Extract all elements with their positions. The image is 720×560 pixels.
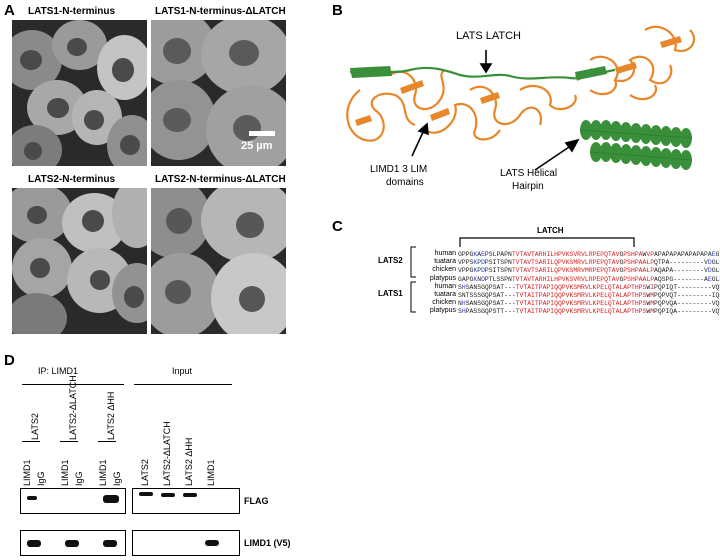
micrograph-lats1-n-terminus: [12, 20, 147, 166]
panel-a-letter: A: [4, 2, 15, 19]
alignment-sequence: GPPGKAEPSLPAPNTVTAVTARHILHPVKSVRVLRPEPQT…: [458, 251, 720, 258]
ip-header-line: [22, 384, 124, 385]
group-braces: [410, 246, 416, 313]
ip-lane-6: IgG: [112, 471, 122, 486]
band: [161, 493, 175, 497]
scale-bar: [249, 131, 275, 136]
alignment-sequence: SNTSSSGQPSAT---TVTAITPAPIQQPVKSMRVLKPELQ…: [458, 292, 720, 299]
micrograph-title-4: LATS2-N-terminus-ΔLATCH: [155, 174, 286, 185]
ip-header: IP: LIMD1: [38, 366, 79, 376]
group-lats1: LATS1: [378, 289, 403, 298]
ip-lane-3: LIMD1: [60, 459, 70, 486]
blot-input-flag: [132, 488, 240, 514]
ip-construct-lats2-dlatch: LATS2-ΔLATCH: [68, 375, 78, 440]
ip-lane-5: LIMD1: [98, 459, 108, 486]
input-header: Input: [172, 366, 193, 376]
ip-construct-lats2-dhh: LATS2 ΔHH: [106, 391, 116, 440]
alignment-sequence: SHPASSGQPSTT---TVTAITPAPIQQPVKSMRVLKPELQ…: [458, 308, 720, 316]
band: [139, 492, 153, 496]
blot-ip-flag: [20, 488, 126, 514]
species-label: human: [434, 282, 456, 290]
alignment-sequence: NHSANSGQPSAT---TVTAITPAPIQQPVKSMRVLKPELQ…: [458, 300, 720, 308]
panel-b-letter: B: [332, 2, 343, 19]
band: [183, 493, 197, 497]
scale-bar-label: 25 µm: [241, 140, 273, 152]
lats-n-sheet: [350, 66, 392, 78]
limd1-lim-domains: [346, 25, 696, 142]
species-label: platypus: [429, 274, 456, 282]
input-lane-3: LATS2 ΔHH: [184, 437, 194, 486]
annotation-arrows: [411, 50, 580, 171]
blot-input-limd1: [132, 530, 240, 556]
panel-d-letter: D: [4, 352, 15, 369]
latch-bracket: [459, 237, 635, 247]
band: [205, 540, 219, 546]
panel-c-letter: C: [332, 218, 343, 235]
group-lats2: LATS2: [378, 256, 403, 265]
micrograph-lats2-n-terminus-dlatch: [151, 188, 286, 334]
label-lats-hairpin-line2: Hairpin: [512, 181, 544, 192]
input-header-line: [134, 384, 232, 385]
ip-lane-2: IgG: [36, 471, 46, 486]
input-lane-1: LATS2: [140, 459, 150, 486]
alignment-sequence: VPPGKPDPSITSPNTVTAVTSARILQPVKSMRVMRPEPQT…: [458, 267, 720, 275]
band: [65, 540, 79, 547]
micrograph-title-1: LATS1-N-terminus: [28, 6, 116, 17]
species-label: human: [434, 250, 456, 257]
alignment-sequence: VPPSKPDPSITSPNTVTAVTSARILQPVKSMRVLRPEPQT…: [458, 259, 720, 267]
species-label: tuatara: [434, 258, 456, 266]
species-label: platypus: [429, 307, 456, 315]
blot-label-flag: FLAG: [244, 496, 269, 506]
micrograph-title-3: LATS2-N-terminus: [28, 174, 116, 185]
micrograph-title-2: LATS1-N-terminus-ΔLATCH: [155, 6, 286, 17]
band: [27, 496, 37, 500]
species-label: tuatara: [434, 291, 456, 298]
input-lane-2: LATS2-ΔLATCH: [162, 421, 172, 486]
blot-label-limd1-v5: LIMD1 (V5): [244, 538, 291, 548]
micrograph-lats2-n-terminus: [12, 188, 147, 334]
alignment-sequence: SHSANSGQPSAT---TVTAITPAPIQQPVKSMRVLKPELQ…: [458, 283, 720, 291]
micrograph-lats1-n-terminus-dlatch: 25 µm: [151, 20, 286, 166]
species-label: chicken: [432, 266, 456, 274]
protein-structure: [346, 25, 696, 171]
input-lane-4: LIMD1: [206, 459, 216, 486]
band: [103, 495, 119, 503]
latch-header: LATCH: [537, 226, 564, 235]
alignment-sequence: GAPGKNDPTLSSPNTVTAVTARHILHPVKSVRVLRPEPQT…: [458, 275, 720, 283]
ip-construct-lats2: LATS2: [30, 413, 40, 440]
label-lats-hairpin-line1: LATS Helical: [500, 168, 558, 179]
ip-lane-4: IgG: [74, 471, 84, 486]
lats-latch-region: [349, 66, 616, 80]
species-label: chicken: [432, 299, 456, 307]
ip-lane-1: LIMD1: [22, 459, 32, 486]
label-limd1-lim-line1: LIMD1 3 LIM: [370, 164, 428, 175]
band: [103, 540, 117, 547]
label-limd1-lim-line2: domains: [386, 177, 424, 188]
label-lats-latch: LATS LATCH: [456, 30, 521, 42]
band: [27, 540, 41, 547]
blot-ip-limd1: [20, 530, 126, 556]
